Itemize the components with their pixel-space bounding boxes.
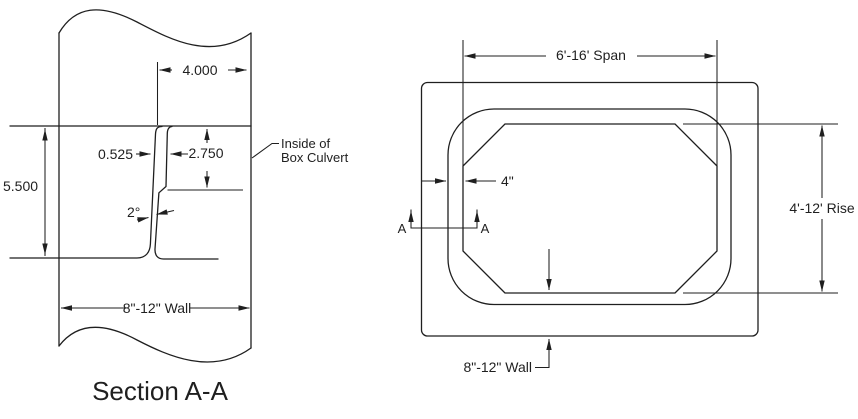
callout-leader-line [251,142,279,159]
joint-depth-dim-text: 2.750 [188,145,223,161]
culvert-outer-outline [420,81,759,337]
section-cut-label-right: A [481,221,490,236]
span-dim-text: 6'-16' Span [556,47,626,63]
section-title: Section A-A [92,376,229,406]
wall-thickness-dim-text: 8"-12" Wall [123,300,192,316]
section-cut-label-left: A [398,221,407,236]
callout-text-line1: Inside of [281,136,331,151]
joint-gap-dim-text: 0.525 [98,146,133,162]
wall-break-line-bottom [58,326,252,363]
joint-groove-left-profile [9,125,163,259]
wall-break-line-top [58,9,252,48]
callout-text-line2: Box Culvert [281,150,349,165]
joint-groove-right-profile [154,125,219,260]
culvert-inner-haunch-outline [462,123,718,294]
wall-callout-text: 8"-12" Wall [463,359,532,375]
overall-depth-dim-text: 5.500 [3,178,38,194]
rise-dim-text: 4'-12' Rise [789,200,854,216]
section-detail-drawing: 4.000 5.500 0.525 2.750 2° 8"-12" Wall I… [3,9,349,406]
wall-callout-leader [535,338,552,369]
lip-dim-text: 4" [501,173,514,189]
taper-angle-arrow-left [136,216,149,223]
culvert-inner-bell-outline [447,108,732,306]
taper-angle-arrow-right [156,209,175,216]
taper-angle-text: 2° [127,204,140,220]
box-culvert-cross-section: 6'-16' Span 4'-12' Rise 4" A A 8"-12" Wa… [398,40,855,375]
end-width-dim-text: 4.000 [182,62,217,78]
